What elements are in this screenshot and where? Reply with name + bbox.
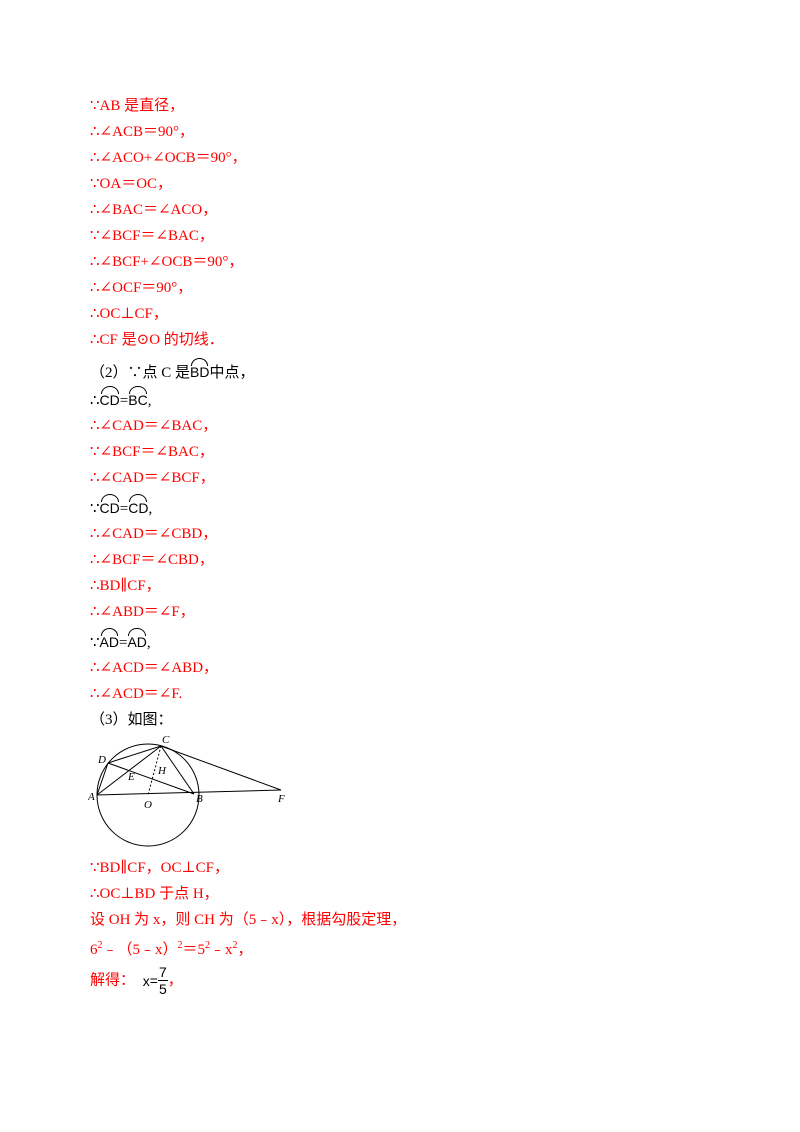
label-c: C	[162, 734, 170, 746]
proof-line: ∵OA＝OC，	[90, 176, 173, 192]
proof-line: ∴∠CAD＝∠BAC，	[90, 418, 218, 434]
line-cb	[160, 745, 195, 795]
arc-equation: ∵CD=CD,	[90, 494, 152, 519]
proof-line: ∴∠ACD＝∠F.	[90, 686, 183, 702]
line-ac	[96, 745, 162, 796]
proof-line: ∴∠BAC＝∠ACO，	[90, 202, 218, 218]
equation-line: 62﹣（5﹣x）2＝52﹣x2，	[90, 940, 253, 958]
proof-line: 设 OH 为 x，则 CH 为（5﹣x），根据勾股定理，	[90, 912, 407, 928]
proof-line: ∵∠BCF＝∠BAC，	[90, 444, 214, 460]
arc-equation: ∴CD=BC,	[90, 386, 151, 411]
proof-line: ∴∠BCF＝∠CBD，	[90, 552, 214, 568]
proof-line: ∴OC⊥BD 于点 H，	[90, 886, 219, 902]
label-h: H	[157, 765, 167, 777]
proof-line: ∴∠ACO+∠OCB＝90°，	[90, 150, 247, 166]
label-f: F	[277, 793, 285, 805]
label-b: B	[196, 793, 203, 805]
proof-line: ∵BD∥CF，OC⊥CF，	[90, 860, 229, 876]
line-db	[107, 762, 195, 795]
line-co	[147, 745, 162, 796]
proof-line: ∵AB 是直径，	[90, 98, 185, 114]
arc-bd: BD	[190, 358, 209, 382]
part3-header: （3）如图：	[90, 712, 173, 728]
proof-line: ∴∠ACD＝∠ABD，	[90, 660, 219, 676]
label-d: D	[97, 754, 106, 766]
proof-line: ∴∠ABD＝∠F，	[90, 604, 195, 620]
line-cf	[160, 745, 282, 791]
label-e: E	[127, 771, 135, 783]
proof-line: ∵∠BCF＝∠BAC，	[90, 228, 214, 244]
proof-line: ∴∠BCF+∠OCB＝90°，	[90, 254, 244, 270]
arc-equation: ∵AD=AD,	[90, 628, 151, 653]
part2-header: （2）∵点 C 是BD中点，	[90, 358, 254, 383]
proof-line: ∴OC⊥CF，	[90, 306, 168, 322]
line-dc	[107, 745, 162, 764]
proof-line: ∴∠OCF＝90°，	[90, 280, 193, 296]
proof-line: ∴∠CAD＝∠CBD，	[90, 526, 218, 542]
geometry-diagram: C D H E A O B F	[88, 734, 285, 847]
proof-line: ∴∠ACB＝90°，	[90, 124, 194, 140]
proof-line: ∴BD∥CF，	[90, 578, 161, 594]
proof-line: ∴∠CAD＝∠BCF，	[90, 470, 215, 486]
label-a: A	[88, 791, 95, 803]
label-o: O	[144, 799, 152, 811]
line-da	[96, 762, 109, 796]
proof-line: ∴CF 是⊙O 的切线．	[90, 332, 224, 348]
